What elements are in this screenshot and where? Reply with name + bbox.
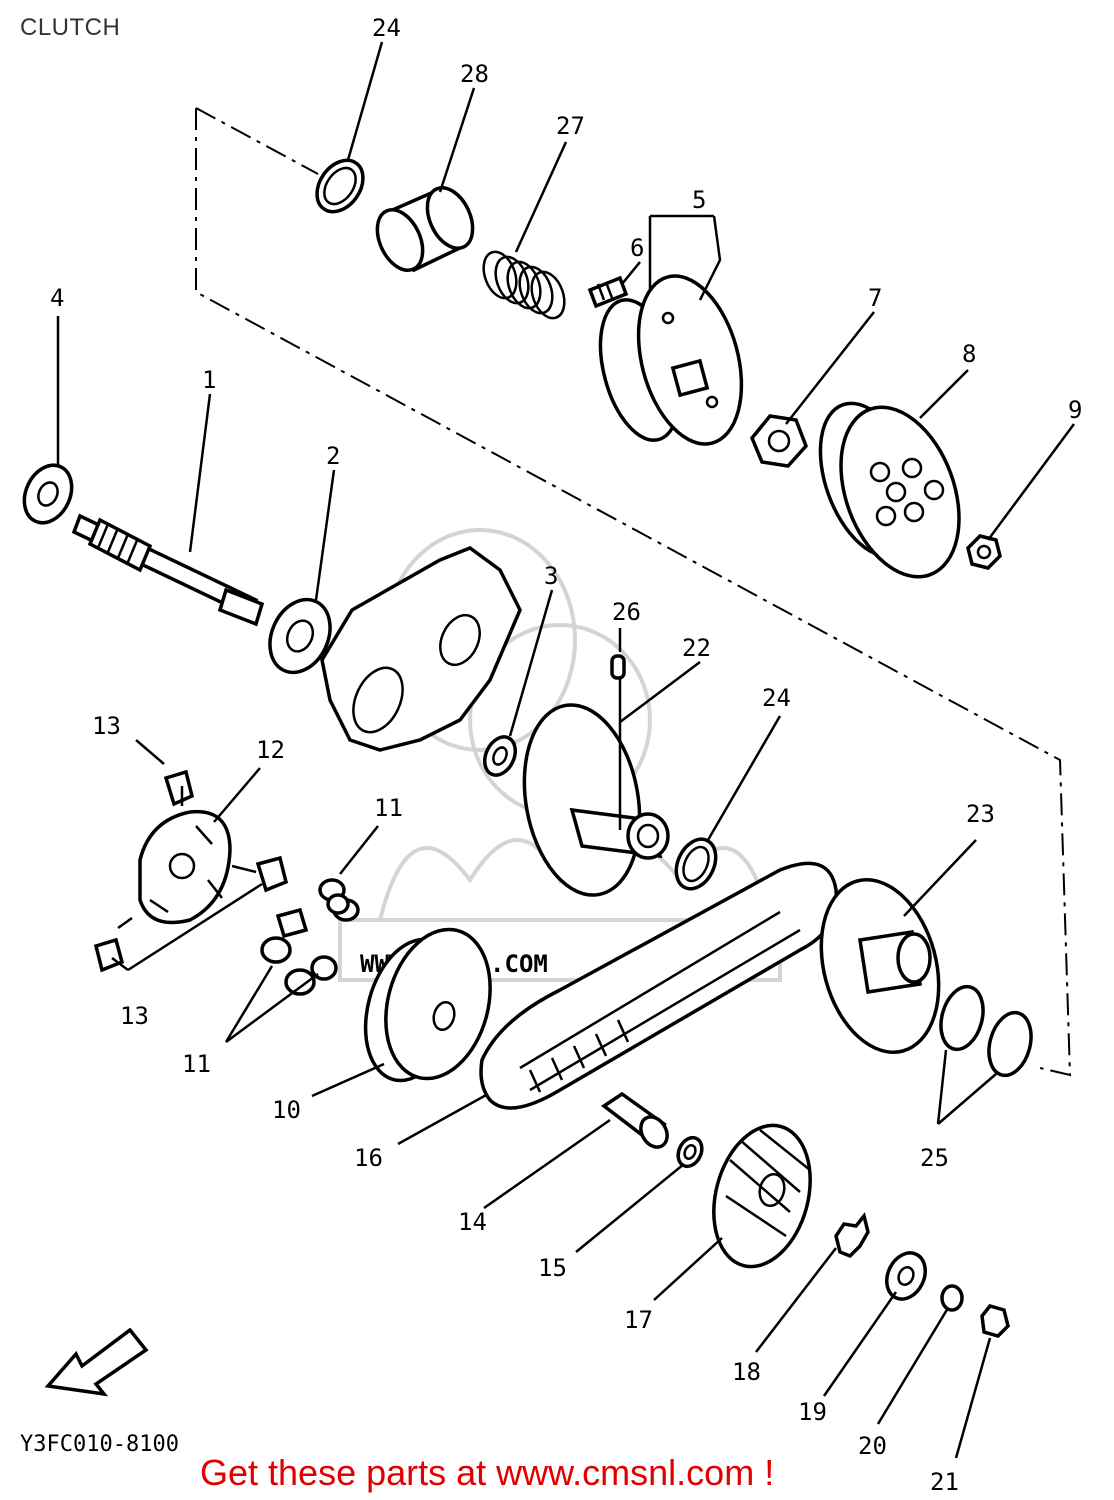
part-bearing-2 [268,597,332,675]
part-nut-7 [749,414,809,468]
callout-23: 23 [966,800,995,828]
part-v-belt-16 [479,861,839,1110]
part-ring-24-lower [674,837,718,891]
part-slider-13-right [255,855,289,893]
callout-11-upper: 11 [374,794,403,822]
callout-2: 2 [326,442,340,470]
drawing-code: Y3FC010-8100 [20,1432,179,1457]
part-o-rings-25 [939,984,1033,1078]
callout-15: 15 [538,1254,567,1282]
part-clutch-shoe-5 [598,274,744,446]
part-slider-13-bottom [93,937,125,973]
callout-13-bottom: 13 [120,1002,149,1030]
part-spring-27 [482,250,566,320]
callout-28: 28 [460,60,489,88]
part-ring-24-top [315,158,365,214]
part-pin-26 [610,654,626,680]
callout-1: 1 [202,366,216,394]
part-rollers-11-upper [318,878,360,922]
callout-5: 5 [692,186,706,214]
callout-3: 3 [544,562,558,590]
callout-26: 26 [612,598,641,626]
callout-8: 8 [962,340,976,368]
callout-20: 20 [858,1432,887,1460]
callout-labels: 24 28 27 5 6 4 1 7 8 2 9 3 26 22 24 13 1… [50,14,1082,1496]
promo-link[interactable]: Get these parts at www.cmsnl.com ! [200,1452,775,1493]
part-bearing-4 [22,463,74,525]
callout-14: 14 [458,1208,487,1236]
part-ratchet-18 [834,1212,870,1259]
part-gear-case [320,546,522,752]
callout-13-top: 13 [92,712,121,740]
callout-9: 9 [1068,396,1082,424]
callout-17: 17 [624,1306,653,1334]
callout-4: 4 [50,284,64,312]
part-sheave-10 [363,927,492,1083]
leader-lines [56,41,1076,1459]
part-washer-3 [483,735,517,777]
callout-24-top: 24 [372,14,401,42]
callout-25: 25 [920,1144,949,1172]
part-fan-17 [712,1123,812,1269]
fwd-arrow-icon [44,1327,149,1397]
callout-7: 7 [868,284,882,312]
part-sheave-23 [819,878,941,1054]
callout-10: 10 [272,1096,301,1124]
part-cam-plate-12 [138,809,232,925]
part-washer-15 [676,1135,704,1169]
callout-22: 22 [682,634,711,662]
callout-16: 16 [354,1144,383,1172]
part-clutch-housing-8 [818,401,961,579]
callout-6: 6 [630,234,644,262]
part-collar-28 [375,186,475,273]
part-slider-13-top [163,769,195,807]
part-collar-14 [600,1091,669,1149]
callout-19: 19 [798,1398,827,1426]
part-nut-21 [980,1303,1010,1338]
part-nut-9 [966,534,1002,570]
callout-18: 18 [732,1358,761,1386]
callout-27: 27 [556,112,585,140]
part-rollers-11-lower [260,907,338,996]
callout-24-lower: 24 [762,684,791,712]
part-shaft-1 [71,513,265,627]
page-title: CLUTCH [20,14,121,41]
callout-12: 12 [256,736,285,764]
callout-21: 21 [930,1468,959,1496]
part-sheave-22 [522,703,670,897]
part-nut-19 [885,1251,927,1301]
callout-11-lower: 11 [182,1050,211,1078]
part-washer-20 [940,1284,964,1312]
assembly-outline [195,107,1072,1077]
part-pin-6 [587,275,629,309]
